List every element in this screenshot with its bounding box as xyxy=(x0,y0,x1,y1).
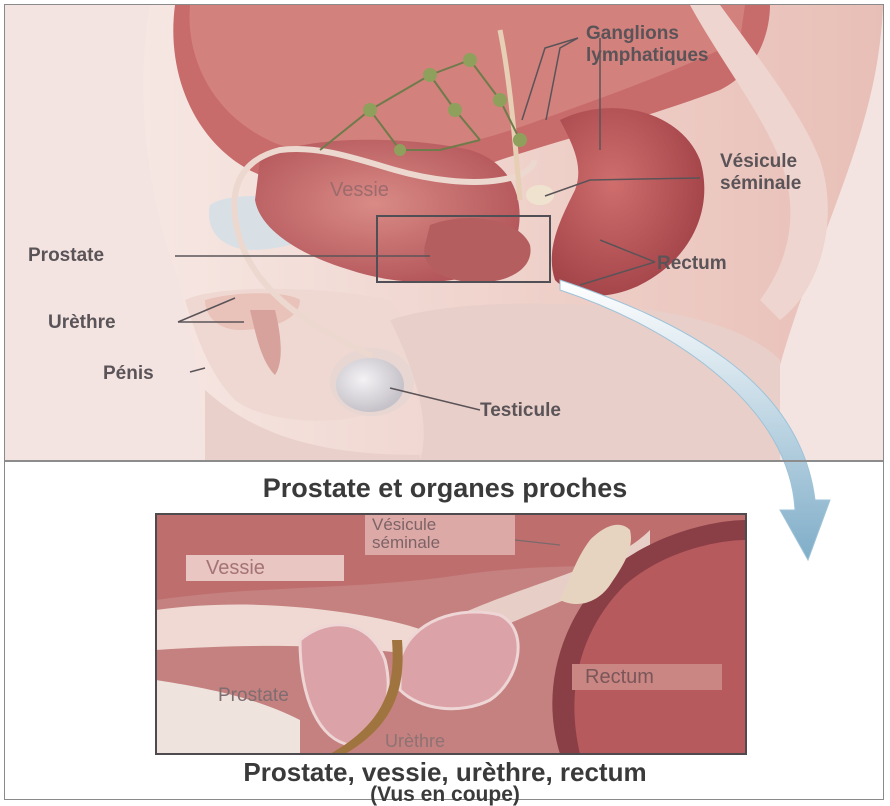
bottom-title-line2: (Vus en coupe) xyxy=(0,784,890,805)
label-testicule: Testicule xyxy=(480,401,561,420)
label-penis: Pénis xyxy=(103,364,154,383)
inset-label-vessie: Vessie xyxy=(206,558,265,578)
inset-label-urethre: Urèthre xyxy=(385,732,445,750)
lymph-node xyxy=(493,93,507,107)
label-prostate: Prostate xyxy=(28,246,104,265)
bottom-title-line1: Prostate, vessie, urèthre, rectum xyxy=(0,759,890,785)
label-ganglions-line1: Ganglions xyxy=(586,24,679,43)
label-vessie: Vessie xyxy=(330,180,389,200)
label-rectum: Rectum xyxy=(657,254,727,273)
testicle xyxy=(336,358,404,412)
lymph-node xyxy=(513,133,527,147)
inset-label-prostate: Prostate xyxy=(218,686,289,705)
lymph-node xyxy=(363,103,377,117)
lymph-node xyxy=(423,68,437,82)
label-vesicule-line1: Vésicule xyxy=(720,152,797,171)
label-ganglions-line2: lymphatiques xyxy=(586,46,708,65)
lymph-node xyxy=(463,53,477,67)
label-urethre: Urèthre xyxy=(48,313,116,332)
lymph-node xyxy=(448,103,462,117)
lymph-node xyxy=(394,144,406,156)
inset-label-vesicule-line2: séminale xyxy=(372,534,440,551)
label-vesicule-line2: séminale xyxy=(720,174,801,193)
panel-divider xyxy=(5,460,883,462)
buttock xyxy=(390,303,780,460)
middle-title: Prostate et organes proches xyxy=(0,475,890,502)
inset-label-vesicule-line1: Vésicule xyxy=(372,516,436,533)
inset-label-rectum: Rectum xyxy=(585,667,654,687)
